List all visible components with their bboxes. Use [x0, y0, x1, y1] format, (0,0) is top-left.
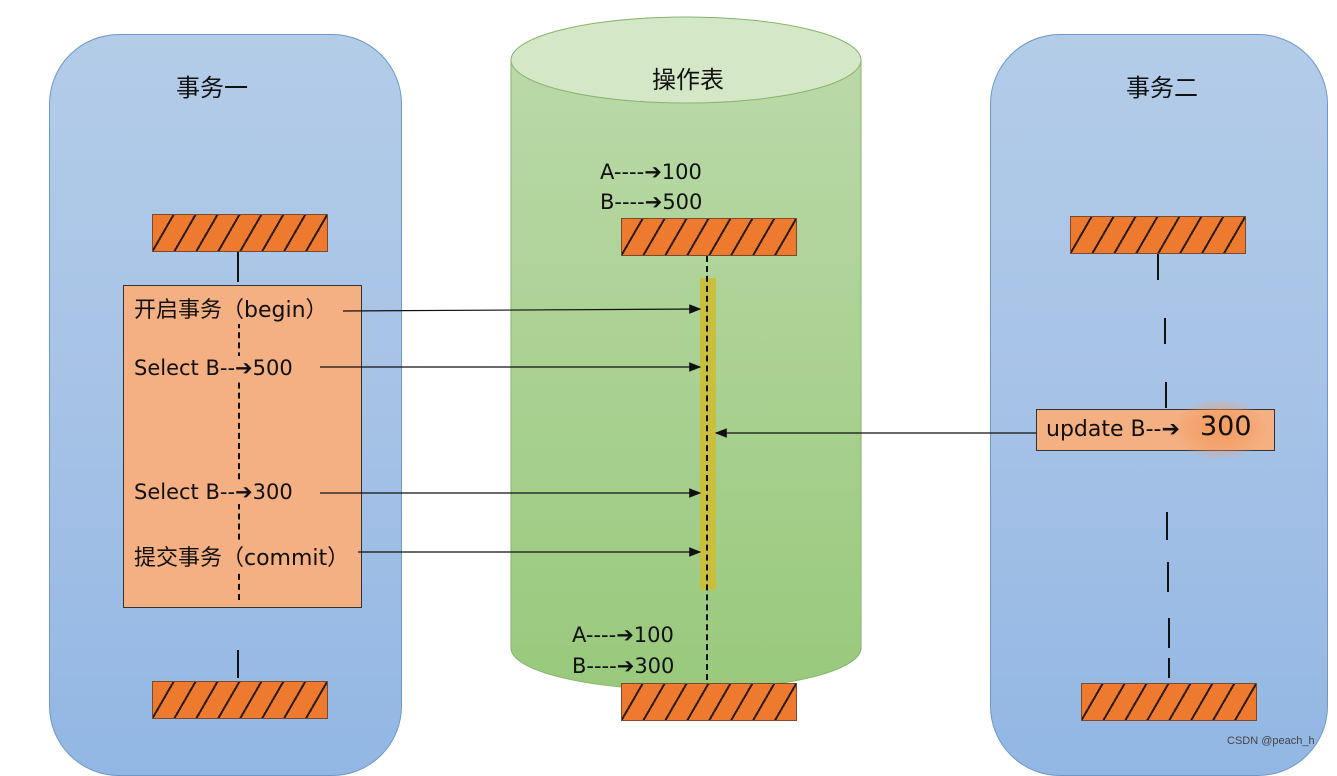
transaction-two-timeline-top: [1157, 254, 1159, 280]
table-title: 操作表: [652, 66, 724, 94]
transaction-two-dash-2: [1165, 382, 1167, 408]
table-end-marker: [621, 683, 797, 721]
transaction-two-end-marker: [1081, 683, 1257, 721]
watermark: CSDN @peach_h: [1227, 735, 1315, 747]
update-label: update B--➔: [1046, 417, 1180, 442]
transaction-two-dash-3: [1166, 512, 1168, 540]
step-select-500: Select B--➔500: [134, 356, 293, 380]
step-select-300: Select B--➔300: [134, 480, 293, 504]
transaction-one-timeline-top: [237, 252, 239, 282]
step-commit: 提交事务（commit）: [134, 540, 350, 572]
update-value: 300: [1200, 411, 1252, 442]
table-top-value-b: B----➔500: [600, 190, 703, 214]
connector-arrows: [320, 304, 1036, 557]
transaction-one-start-marker: [152, 214, 328, 252]
table-bottom-value-a: A----➔100: [572, 623, 674, 647]
step-begin: 开启事务（begin）: [134, 292, 328, 324]
transaction-two-timeline-bottom: [1168, 658, 1170, 678]
update-value-glow: [1172, 398, 1268, 460]
transaction-one-end-marker: [152, 681, 328, 719]
transaction-two-panel: [990, 34, 1328, 776]
table-top-value-a: A----➔100: [600, 160, 702, 184]
table-timeline: [706, 256, 708, 680]
arrow-begin: [342, 304, 702, 314]
transaction-two-dash-1: [1164, 318, 1166, 344]
table-lock-bar: [700, 278, 716, 590]
transaction-two-dash-4: [1167, 562, 1169, 592]
table-start-marker: [621, 218, 797, 256]
table-cylinder: [510, 16, 862, 691]
transaction-two-title: 事务二: [1126, 74, 1198, 102]
transaction-one-title: 事务一: [176, 74, 248, 102]
table-bottom-value-b: B----➔300: [572, 654, 675, 678]
transaction-two-dash-5: [1168, 618, 1170, 648]
transaction-one-timeline-bottom: [237, 650, 239, 678]
transaction-one-timeline-inner: [238, 292, 240, 600]
transaction-two-start-marker: [1070, 216, 1246, 254]
